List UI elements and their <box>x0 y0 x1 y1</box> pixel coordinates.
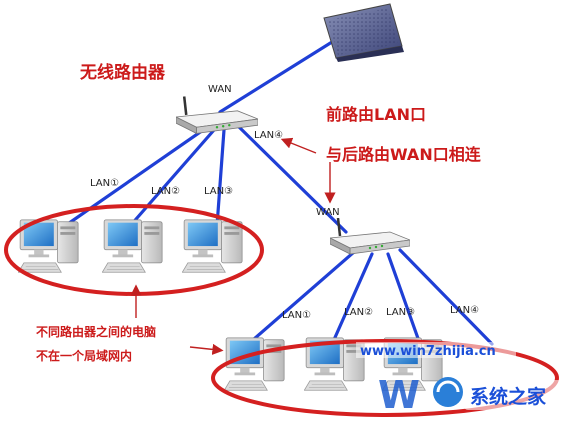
lan-group-ellipse-bottom <box>211 339 559 417</box>
label-lan2-bottom: LAN② <box>344 307 373 318</box>
label-lan4-bottom: LAN④ <box>450 305 479 316</box>
label-lan2-top: LAN② <box>151 186 180 197</box>
label-lan3-top: LAN③ <box>204 186 233 197</box>
watermark-logo-swirl <box>436 380 460 393</box>
arrow-to-lan4 <box>280 137 317 154</box>
cable-router-to-pc3 <box>215 128 226 228</box>
watermark-url-bg <box>356 342 516 358</box>
pc-top-2 <box>102 219 163 273</box>
label-note-line2: 不在一个局域网内 <box>36 348 132 363</box>
label-front-router-lan: 前路由LAN口 <box>326 105 426 124</box>
modem <box>323 3 404 62</box>
pc-bottom-1 <box>224 337 285 391</box>
cable-router2-to-pc6 <box>386 252 422 346</box>
cable-router2-to-pc7 <box>398 248 494 346</box>
cable-router-to-router2 <box>236 124 348 234</box>
watermark: www.win7zhijia.cn W 系统之家 <box>356 342 568 417</box>
cable-modem-to-router <box>218 40 334 114</box>
cable-router2-to-pc5 <box>331 252 374 344</box>
cables <box>60 40 494 348</box>
label-lan1-top: LAN① <box>90 178 119 189</box>
label-wireless-router: 无线路由器 <box>79 62 166 83</box>
label-lan1-bottom: LAN① <box>282 310 311 321</box>
label-note-line1: 不同路由器之间的电脑 <box>36 324 156 339</box>
cable-router-to-pc2 <box>128 128 216 228</box>
arrow-to-bottom-group <box>189 343 224 355</box>
label-lan4-top: LAN④ <box>254 130 283 141</box>
label-wan-top: WAN <box>208 84 232 95</box>
label-wan-bottom: WAN <box>316 207 340 218</box>
watermark-brand-bg <box>464 380 568 410</box>
arrows <box>130 137 336 355</box>
label-connect-rear-wan: 与后路由WAN口相连 <box>326 145 482 164</box>
cable-router2-to-pc4 <box>244 250 356 348</box>
pc-top-3 <box>182 219 243 273</box>
router-rear <box>330 218 410 256</box>
label-lan3-bottom: LAN③ <box>386 307 415 318</box>
watermark-brand: 系统之家 <box>470 385 547 408</box>
watermark-url: www.win7zhijia.cn <box>360 344 496 359</box>
cable-router-to-pc1 <box>60 126 208 230</box>
watermark-logo-letters: W <box>378 373 420 417</box>
router-front <box>176 96 258 135</box>
